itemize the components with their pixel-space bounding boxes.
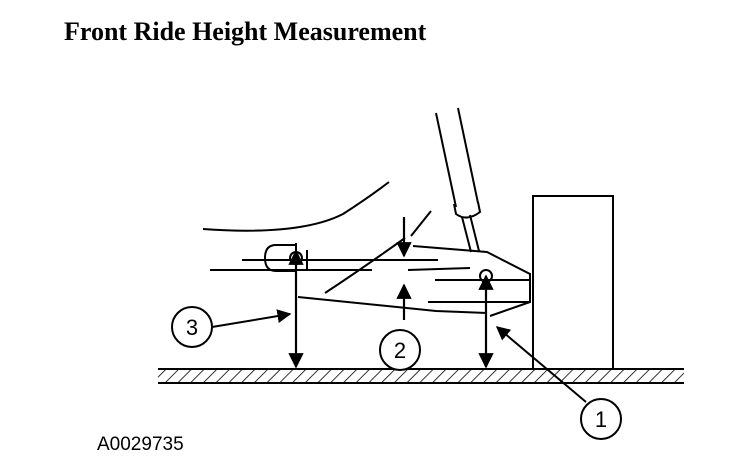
vehicle-frame — [202, 181, 488, 314]
lower-control-arm — [412, 245, 531, 317]
callout-2: 2 — [379, 329, 421, 371]
wheel-block — [532, 195, 614, 370]
ground-surface — [158, 368, 684, 384]
callout-3-label: 3 — [186, 315, 198, 340]
shock-absorber — [435, 107, 482, 253]
callout-1: 1 — [495, 326, 622, 440]
figure-id: A0029735 — [97, 434, 184, 455]
page-title: Front Ride Height Measurement — [64, 17, 427, 46]
callout-2-label: 2 — [394, 338, 406, 363]
callout-1-label: 1 — [595, 407, 607, 432]
front-bushing — [242, 243, 438, 273]
callout-3: 3 — [171, 306, 292, 348]
